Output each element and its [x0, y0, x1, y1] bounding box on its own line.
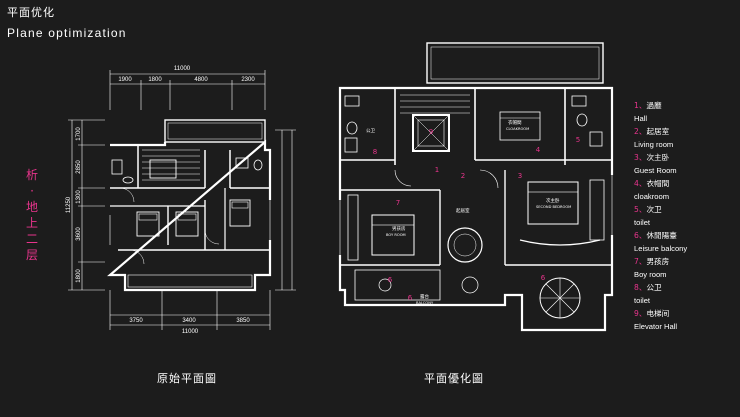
room-number-8: 8 — [373, 148, 377, 156]
legend-en: Leisure balcony — [634, 244, 688, 253]
legend-number: 1 — [634, 101, 639, 110]
legend-item: 6、休閒陽臺 — [634, 231, 677, 240]
legend-cn: 公卫 — [646, 283, 662, 292]
dim-left-4: 3600 — [76, 227, 82, 241]
room-number-9: 9 — [429, 128, 433, 136]
legend-number: 8 — [634, 283, 639, 292]
legend-item: 8、公卫 — [634, 283, 662, 292]
room-number-6b: 6 — [408, 294, 413, 302]
dim-top-1: 1900 — [118, 77, 132, 83]
legend-number: 7 — [634, 257, 639, 266]
label-guest: 次主卧 — [546, 197, 560, 204]
legend-en: Hall — [634, 114, 648, 123]
side-label-char: 层 — [25, 248, 38, 262]
dim-left-2: 2850 — [76, 160, 82, 174]
dim-bottom-3: 3850 — [236, 318, 250, 324]
legend-number: 9 — [634, 309, 639, 318]
dim-top-3: 4800 — [194, 77, 208, 83]
legend-cn: 次卫 — [646, 205, 662, 214]
legend-en: cloakroom — [634, 192, 670, 201]
dim-left-1: 1700 — [76, 127, 82, 141]
legend-cn: 次主卧 — [646, 153, 670, 162]
legend-en: toilet — [634, 218, 651, 227]
dim-bottom-2: 3400 — [182, 318, 196, 324]
original-dimension-labels: 11000 1900 1800 4800 2300 3750 3400 3850… — [66, 66, 255, 335]
legend-cn: 起居室 — [646, 127, 670, 136]
legend-en: Guest Room — [634, 166, 677, 175]
room-number-7: 7 — [396, 199, 400, 207]
room-number-6c: 6 — [388, 276, 393, 284]
legend-en: Elevator Hall — [634, 322, 678, 331]
legend-number: 2 — [634, 127, 639, 136]
room-legend: 1、過廳 Hall 2、起居室 Living room 3、次主卧 Guest … — [634, 99, 738, 333]
legend-number: 5 — [634, 205, 639, 214]
dim-top-total: 11000 — [174, 66, 191, 72]
legend-cn: 休閒陽臺 — [646, 231, 677, 240]
dim-bottom-total: 11000 — [182, 329, 199, 335]
label-cloak: 衣帽間 — [508, 119, 522, 126]
room-text-labels: 起居室 次主卧 SECOND BEDROOM 衣帽間 CLOAKROOM 男孩房… — [366, 119, 571, 305]
dim-left-total: 11250 — [66, 196, 72, 213]
label-cloak-en: CLOAKROOM — [506, 127, 529, 131]
legend-item: 2、起居室 — [634, 127, 670, 136]
legend-en: Living room — [634, 140, 674, 149]
label-living: 起居室 — [456, 207, 470, 214]
label-boy: 男孩房 — [392, 225, 406, 232]
page-title-cn: 平面优化 — [7, 6, 55, 19]
dim-bottom-1: 3750 — [129, 318, 143, 324]
label-balcony-en: BALCONY — [416, 301, 434, 305]
legend-item: 1、過廳 — [634, 101, 662, 110]
label-toilet: 公卫 — [366, 128, 375, 134]
floor-side-label: 析 · 地 上 二 层 — [24, 167, 40, 263]
caption-original-plan: 原始平面圖 — [157, 372, 217, 385]
room-number-3: 3 — [518, 172, 522, 180]
legend-item: 9、电梯间 — [634, 309, 670, 318]
legend-item: 7、男孩房 — [634, 257, 670, 266]
original-floor-plan — [68, 70, 296, 330]
room-number-6: 6 — [541, 274, 546, 282]
label-boy-en: BOY ROOM — [386, 233, 406, 237]
room-number-2: 2 — [461, 172, 465, 180]
room-number-5: 5 — [576, 136, 580, 144]
optimized-floor-plan — [338, 42, 614, 332]
side-label-char: 析 — [25, 168, 38, 182]
room-number-markers: 1 2 3 4 5 6 7 8 9 6 6 — [373, 128, 580, 302]
room-number-1: 1 — [435, 166, 439, 174]
legend-number: 3 — [634, 153, 639, 162]
legend-item: 3、次主卧 — [634, 153, 670, 162]
label-balcony: 露台 — [420, 293, 429, 300]
dim-left-5: 1800 — [76, 269, 82, 283]
legend-en: toilet — [634, 296, 651, 305]
side-label-char: 二 — [25, 232, 38, 246]
dim-left-3: 1300 — [76, 190, 82, 204]
legend-cn: 电梯间 — [646, 309, 670, 318]
side-label-char: · — [30, 184, 34, 198]
legend-item: 4、衣帽間 — [634, 179, 670, 188]
room-number-4: 4 — [536, 146, 541, 154]
legend-cn: 衣帽間 — [646, 179, 670, 188]
legend-en: Boy room — [634, 270, 667, 279]
side-label-char: 地 — [25, 200, 38, 214]
side-label-char: 上 — [25, 216, 38, 230]
dim-top-2: 1800 — [148, 77, 162, 83]
dim-top-4: 2300 — [241, 77, 255, 83]
legend-item: 5、次卫 — [634, 205, 662, 214]
legend-cn: 過廳 — [646, 101, 662, 110]
label-guest-en: SECOND BEDROOM — [536, 205, 571, 209]
page-title-en: Plane optimization — [7, 26, 127, 40]
legend-cn: 男孩房 — [646, 257, 670, 266]
legend-number: 6 — [634, 231, 639, 240]
caption-optimized-plan: 平面優化圖 — [424, 372, 484, 385]
legend-number: 4 — [634, 179, 639, 188]
